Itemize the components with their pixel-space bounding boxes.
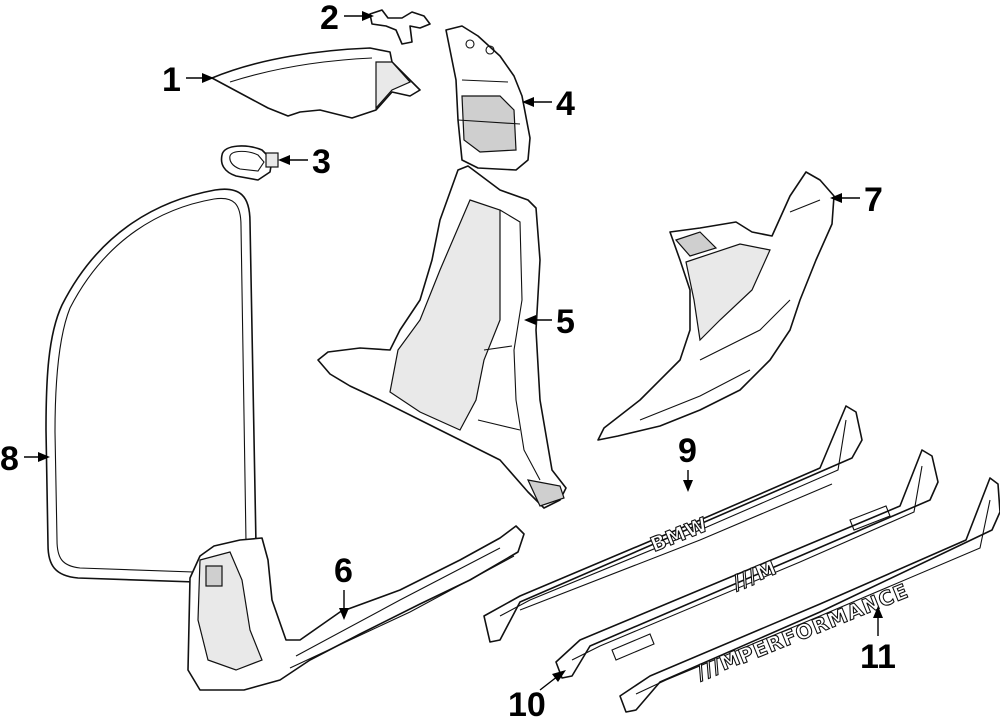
callout-9: 9 bbox=[678, 432, 697, 470]
callout-1: 1 bbox=[162, 61, 181, 99]
part-6-front-sill-trim bbox=[187, 525, 525, 691]
part-8-door-seal bbox=[45, 188, 257, 584]
part-11-sill-plate-m-performance: ///M PERFORMANCE bbox=[619, 477, 1000, 713]
callout-3: 3 bbox=[312, 143, 331, 181]
part-2-bracket-clip bbox=[369, 9, 431, 45]
callout-6: 6 bbox=[334, 552, 353, 590]
callout-2: 2 bbox=[320, 0, 339, 37]
part-5-b-pillar-lower-trim bbox=[317, 165, 567, 509]
callout-labels: 1 2 3 4 5 6 7 8 9 10 11 bbox=[0, 0, 896, 721]
part-3-cover-cap bbox=[220, 145, 279, 181]
sill-9-bmw-lettering: BMW bbox=[647, 512, 712, 557]
callout-10: 10 bbox=[508, 686, 546, 721]
part-1-a-pillar-upper-trim bbox=[211, 47, 421, 119]
callout-5: 5 bbox=[556, 303, 575, 341]
callout-7: 7 bbox=[864, 181, 883, 219]
leader-lines bbox=[24, 11, 883, 691]
callout-8: 8 bbox=[0, 440, 19, 478]
callout-4: 4 bbox=[556, 85, 575, 123]
part-7-rear-sill-trim bbox=[597, 171, 835, 441]
part-4-b-pillar-upper-trim bbox=[445, 25, 531, 171]
sill-10-m-logo: ///M bbox=[729, 555, 780, 594]
callout-11: 11 bbox=[860, 638, 896, 676]
